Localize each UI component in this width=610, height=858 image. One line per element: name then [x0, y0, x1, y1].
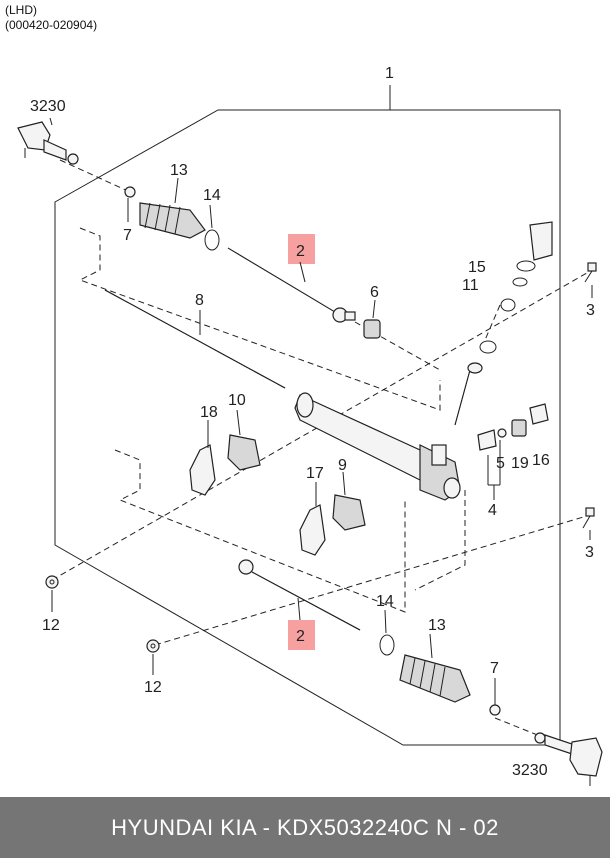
callout-17: 17	[306, 465, 324, 482]
callout-7-lower: 7	[490, 660, 499, 677]
callout-3230-lower: 3230	[512, 762, 548, 779]
leader-2-lower	[297, 597, 301, 621]
oring-pinion	[479, 340, 497, 354]
spring-yoke	[497, 428, 507, 438]
callout-3-lower: 3	[585, 544, 594, 561]
callout-14-lower: 14	[376, 593, 394, 610]
bellows-boot-upper	[139, 202, 206, 239]
lock-nut-7-lower	[489, 704, 501, 716]
clamp-18	[189, 444, 216, 496]
clip-ring-14-upper	[204, 229, 220, 251]
leader-10	[236, 409, 241, 436]
leader-2-upper	[299, 261, 306, 283]
seal-15	[516, 260, 536, 272]
leader-13-lower	[429, 633, 433, 659]
dash-upper-rack	[354, 321, 441, 371]
callout-12-upper: 12	[42, 617, 60, 634]
leader-14-upper	[209, 204, 213, 229]
callout-13-upper: 13	[170, 162, 188, 179]
callout-4: 4	[488, 502, 497, 519]
footer-bar: HYUNDAI KIA - KDX5032240C N - 02	[0, 797, 610, 858]
callout-14-upper: 14	[203, 187, 221, 204]
dash-tie-rod-end-upper	[59, 159, 131, 193]
callout-3230-upper: 3230	[30, 98, 66, 115]
dash-bracket-upper	[78, 227, 441, 411]
snap-ring-lower	[500, 298, 516, 312]
callout-11: 11	[462, 277, 479, 294]
callout-10: 10	[228, 392, 246, 409]
washer-11	[512, 277, 528, 287]
clip-ring-14-lower	[379, 634, 395, 656]
tie-rod-end-upper	[17, 121, 79, 165]
callout-9: 9	[338, 457, 347, 474]
leader-6	[372, 299, 376, 319]
mount-bushing-9	[332, 494, 366, 531]
dash-bracket-lower	[114, 449, 406, 613]
leader-14-lower	[384, 609, 387, 634]
inner-tie-rod-lower	[238, 559, 361, 631]
callout-7-upper: 7	[123, 227, 132, 244]
gear-housing	[294, 392, 461, 501]
nut-12-upper	[45, 575, 59, 589]
yoke-plug-19	[511, 419, 527, 437]
callout-1: 1	[385, 65, 394, 82]
pinion-shaft	[454, 362, 483, 426]
bellows-boot-lower	[399, 654, 471, 703]
dash-bolt-3-lower	[154, 514, 591, 646]
callout-15: 15	[468, 259, 486, 276]
highlight-box-2-upper	[288, 234, 315, 264]
nut-12-lower	[146, 639, 160, 653]
callout-5: 5	[496, 455, 505, 472]
callout-2-lower: 2	[296, 628, 305, 645]
callout-12-lower: 12	[144, 679, 162, 696]
bushing-6	[363, 319, 381, 339]
mount-bushing-10	[227, 434, 261, 471]
yoke-5	[477, 429, 497, 451]
leader-9	[342, 471, 346, 496]
locknut-16	[529, 403, 549, 425]
bolt-3-lower	[582, 507, 595, 529]
lock-nut-7-upper	[124, 186, 136, 198]
bolt-3-upper	[584, 262, 597, 283]
callout-8: 8	[195, 292, 204, 309]
callout-13-lower: 13	[428, 617, 446, 634]
tie-rod-end-lower	[534, 732, 603, 786]
inner-tie-rod-upper	[227, 247, 356, 323]
dash-pinion	[414, 490, 466, 591]
callout-19: 19	[511, 455, 529, 472]
highlight-box-2-lower	[288, 620, 315, 650]
dust-cover-top	[529, 221, 553, 261]
header-line-1: (LHD)	[5, 3, 37, 17]
leader-13-upper	[174, 177, 179, 204]
steering-rack-8	[104, 289, 286, 389]
callout-18: 18	[200, 404, 218, 421]
header-line-2: (000420-020904)	[5, 18, 98, 32]
callout-16: 16	[532, 452, 550, 469]
callout-3-upper: 3	[586, 302, 595, 319]
footer-part-number: HYUNDAI KIA - KDX5032240C N - 02	[111, 815, 499, 840]
clamp-17	[299, 504, 326, 556]
leader-3230-upper	[49, 117, 53, 126]
callout-2-upper: 2	[296, 243, 305, 260]
callout-6: 6	[370, 284, 379, 301]
dash-seal-15	[484, 304, 501, 341]
